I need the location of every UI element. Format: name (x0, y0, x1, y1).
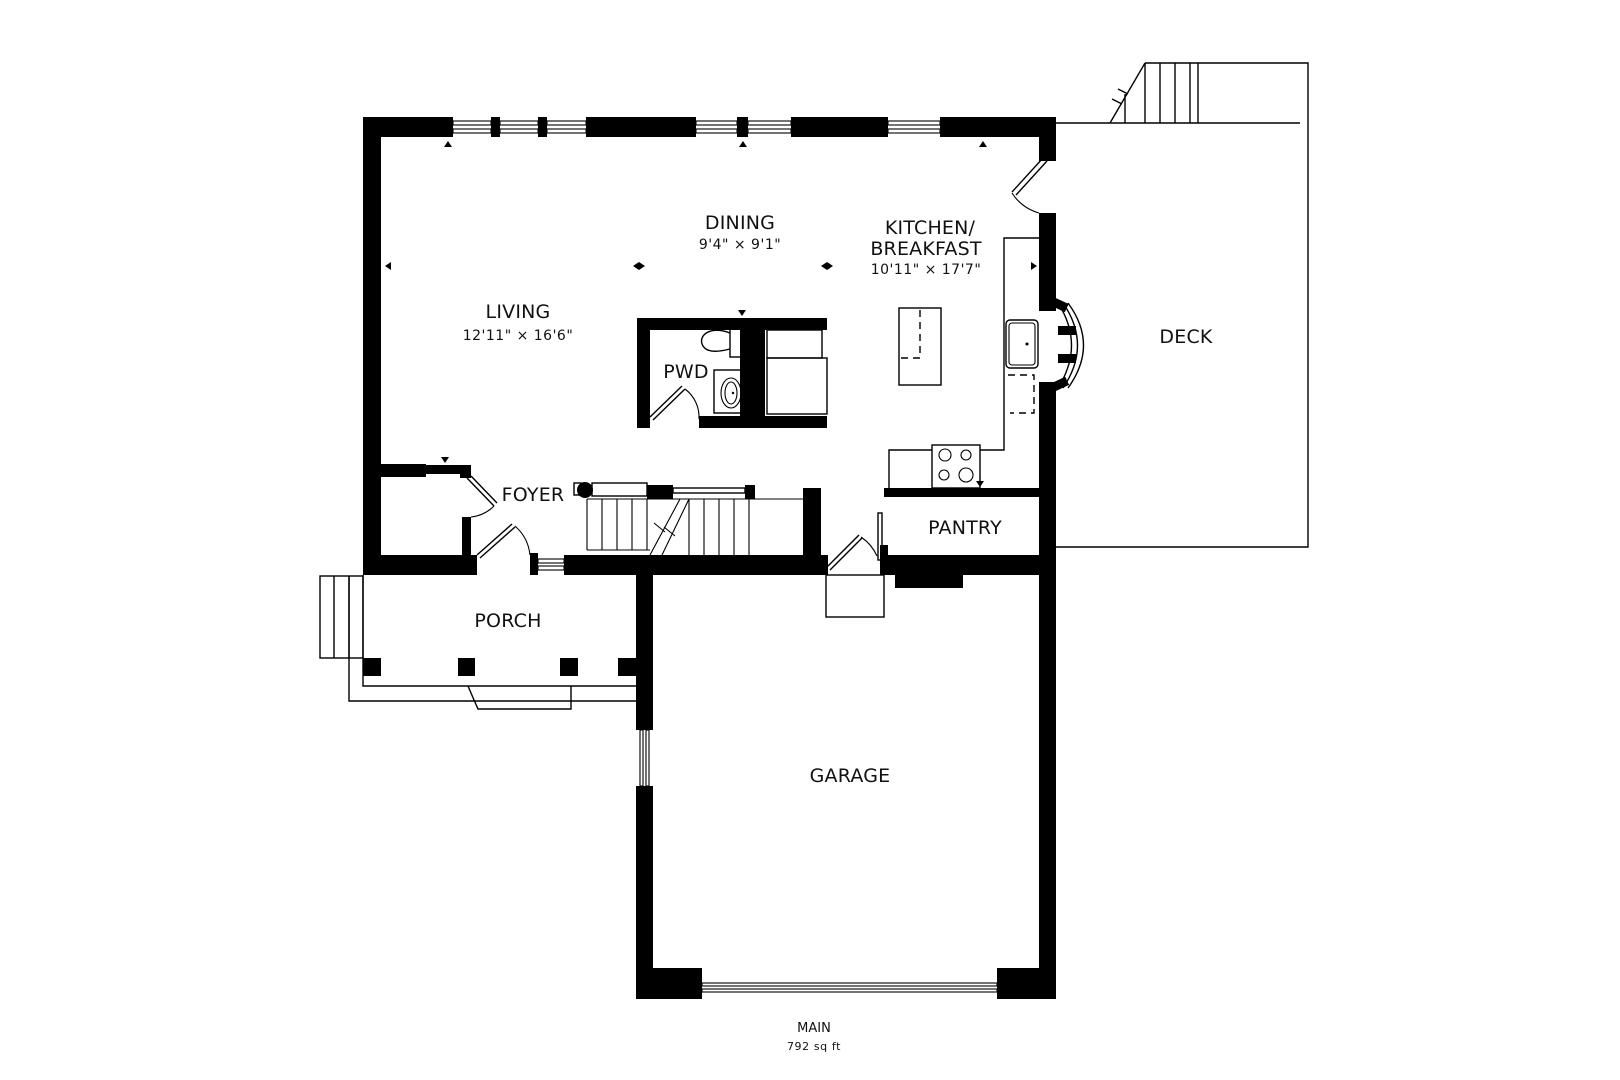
stairs (573, 482, 821, 556)
garage-label: GARAGE (810, 765, 891, 787)
porch-column (458, 658, 475, 676)
pantry-label: PANTRY (928, 517, 1002, 539)
kitchen-island (898, 307, 942, 386)
garage-entry-door[interactable] (826, 512, 883, 571)
pwd-door[interactable] (649, 385, 700, 421)
porch-label: PORCH (474, 610, 541, 632)
kitchen-label-line1: KITCHEN/ (885, 217, 976, 239)
floor-area: 792 sq ft (787, 1040, 841, 1053)
sink-icon (1005, 319, 1039, 369)
porch (319, 575, 636, 710)
closet-door[interactable] (466, 475, 498, 518)
garage-step (825, 574, 885, 618)
deck-door[interactable] (1011, 157, 1048, 214)
deck-label: DECK (1159, 326, 1213, 348)
foyer-closet (381, 464, 498, 555)
toilet-icon (700, 326, 743, 358)
deck-stairs (1109, 62, 1199, 124)
dining-label: DINING (705, 212, 775, 234)
pantry-wall (884, 488, 1043, 497)
garage-door[interactable] (701, 982, 998, 987)
deck (1056, 62, 1309, 548)
stove-icon (931, 444, 981, 489)
front-wall-center (564, 555, 819, 575)
exterior-walls (363, 117, 1056, 575)
pantry-floor-wall (880, 555, 1056, 575)
kitchen-label-line2: BREAKFAST (870, 238, 982, 260)
porch-column (363, 658, 381, 676)
powder-room (637, 318, 828, 428)
newel-post (577, 482, 593, 498)
living-label: LIVING (486, 301, 551, 323)
floor-name: MAIN (797, 1021, 831, 1036)
vanity-sink-icon (713, 369, 743, 414)
wall-markers (385, 141, 1037, 487)
dining-dimensions: 9'4" × 9'1" (699, 237, 781, 253)
porch-column (618, 658, 636, 676)
bay-window (1044, 294, 1085, 395)
pwd-label: PWD (663, 361, 708, 383)
kitchen-dimensions: 10'11" × 17'7" (871, 262, 982, 278)
garage-walls (636, 575, 1056, 999)
front-door[interactable] (476, 523, 538, 575)
front-wall-left (363, 555, 477, 575)
foyer-label: FOYER (502, 484, 565, 506)
porch-column (560, 658, 578, 676)
living-dimensions: 12'11" × 16'6" (463, 328, 574, 344)
